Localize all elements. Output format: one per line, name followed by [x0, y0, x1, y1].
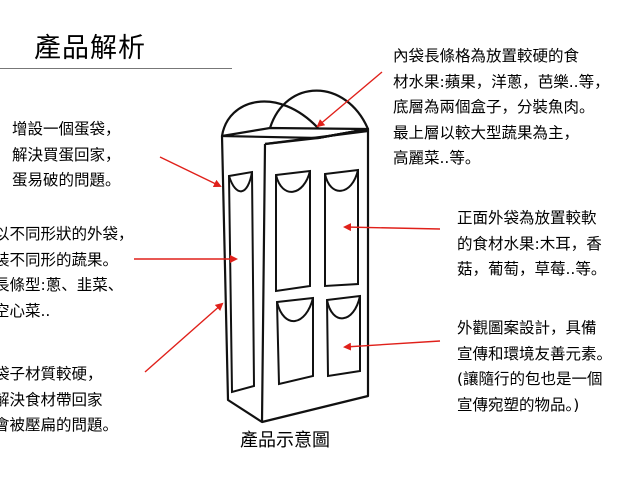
arrow-left-3 [144, 302, 224, 373]
diagram-caption: 產品示意圖 [240, 430, 330, 451]
page-title: 產品解析 [34, 33, 146, 64]
side-pocket [227, 170, 256, 394]
annotation-exterior-design: 外觀圖案設計，具備 宣傳和環境友善元素。 (讓隨行的包也是一個 宣傳宛塑的物品。… [457, 319, 613, 414]
arrow-left-1 [159, 156, 222, 187]
annotation-hard-material: 袋子材質較硬， 解決食材帶回家 會被壓扁的問題。 [0, 365, 119, 434]
arrow-right-2 [343, 223, 441, 232]
arrow-right-3 [343, 340, 441, 351]
annotation-front-pockets: 正面外袋為放置較軟 的食材水果:木耳，香 菇，葡萄，草莓..等。 [457, 209, 607, 278]
arrow-right-1 [316, 71, 383, 128]
front-pockets [275, 168, 361, 386]
title-divider [0, 68, 232, 69]
bag-handles [220, 89, 370, 137]
annotation-egg-pocket: 增設一個蛋袋， 解決買蛋回家， 蛋易破的問題。 [12, 120, 121, 189]
annotation-shaped-pockets: 以不同形狀的外袋， 裝不同形的蔬果。 長條型:蔥、韭菜、 空心菜.. [0, 225, 134, 320]
annotation-inner-compartments: 內袋長條格為放置較硬的食 材水果:蘋果，洋蔥，芭樂..等， 底層為兩個盒子，分裝… [393, 47, 610, 167]
